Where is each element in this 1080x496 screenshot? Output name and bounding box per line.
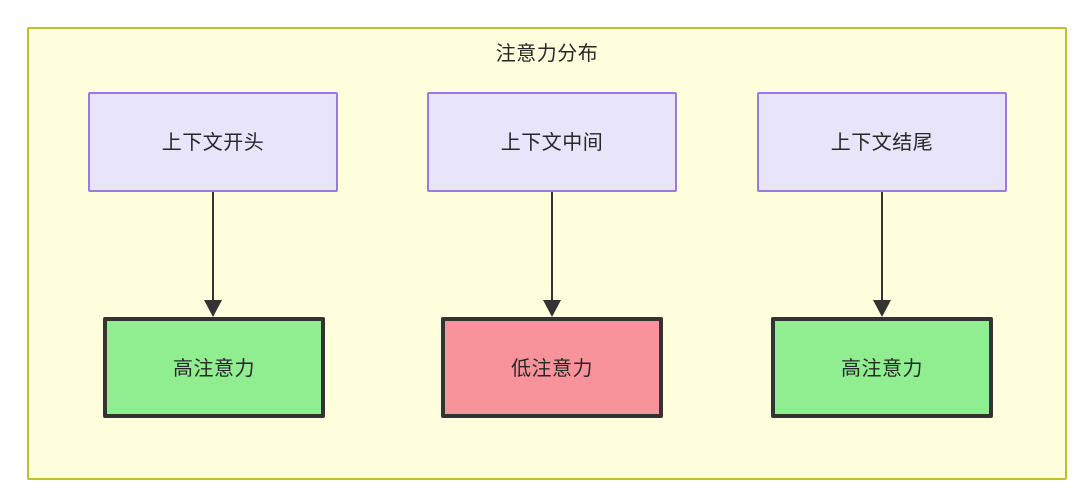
node-context-middle[interactable]: 上下文中间 <box>427 92 677 192</box>
node-context-end[interactable]: 上下文结尾 <box>757 92 1007 192</box>
diagram-title: 注意力分布 <box>495 41 599 65</box>
node-high-attention-end[interactable]: 高注意力 <box>771 317 993 418</box>
node-low-attention-middle[interactable]: 低注意力 <box>441 317 663 418</box>
node-high-attention-start[interactable]: 高注意力 <box>103 317 325 418</box>
node-context-start[interactable]: 上下文开头 <box>88 92 338 192</box>
